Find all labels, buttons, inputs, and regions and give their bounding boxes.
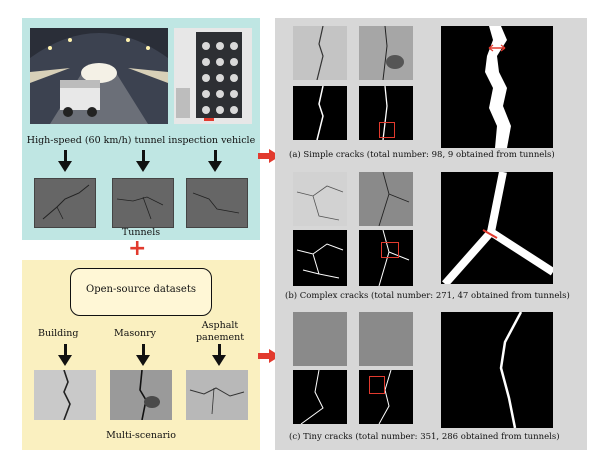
crack-categories-panel: (a) Simple cracks (total number: 98, 9 o… — [275, 18, 587, 450]
complex-crack-zoom — [441, 171, 556, 287]
complex-crack-mask — [293, 230, 347, 286]
building-label: Building — [38, 328, 79, 339]
tunnel-crack-sample — [186, 178, 248, 228]
down-arrow-icon — [58, 355, 72, 366]
tiny-crack-zoom — [441, 311, 553, 429]
complex-crack-image — [359, 172, 413, 226]
down-arrow-icon — [136, 355, 150, 366]
tunnels-label: Tunnels — [121, 227, 161, 238]
tiny-cracks-caption: (c) Tiny cracks (total number: 351, 286 … — [289, 432, 560, 442]
simple-crack-image — [293, 26, 347, 80]
tunnel-panel: High-speed (60 km/h) tunnel inspection v… — [22, 18, 260, 240]
zoom-region-box — [379, 122, 395, 138]
multi-scenario-label: Multi-scenario — [106, 430, 176, 441]
open-source-title: Open-source datasets — [86, 284, 196, 295]
building-crack-sample — [34, 370, 96, 420]
right-arrow-icon — [258, 348, 280, 367]
tunnel-crack-sample — [112, 178, 174, 228]
tiny-crack-mask — [293, 369, 347, 425]
arrow-stem — [218, 344, 221, 356]
simple-crack-image — [359, 26, 413, 80]
masonry-crack-sample — [110, 370, 172, 420]
masonry-label: Masonry — [114, 328, 157, 339]
open-source-box — [70, 268, 212, 316]
vehicle-caption: High-speed (60 km/h) tunnel inspection v… — [26, 135, 256, 146]
asphalt-crack-sample — [186, 370, 248, 420]
simple-cracks-caption: (a) Simple cracks (total number: 98, 9 o… — [289, 150, 555, 160]
arrow-stem — [64, 150, 67, 162]
zoom-region-box — [369, 376, 385, 394]
tunnel-crack-sample — [34, 178, 96, 228]
simple-crack-mask — [293, 85, 347, 141]
down-arrow-icon — [208, 161, 222, 172]
arrow-stem — [64, 344, 67, 356]
simple-crack-mask — [359, 85, 413, 141]
down-arrow-icon — [136, 161, 150, 172]
zoom-region-box — [381, 242, 399, 258]
complex-cracks-caption: (b) Complex cracks (total number: 271, 4… — [285, 291, 570, 301]
down-arrow-icon — [212, 355, 226, 366]
asphalt-label-line1: Asphalt — [201, 320, 239, 331]
complex-crack-image — [293, 172, 347, 226]
tiny-crack-mask — [359, 369, 413, 425]
arrow-stem — [214, 150, 217, 162]
arrow-stem — [142, 150, 145, 162]
simple-crack-zoom — [441, 26, 553, 148]
dataset-panel: Open-source datasets Building Masonry As… — [22, 260, 260, 450]
tiny-crack-image — [359, 312, 413, 366]
camera-rack-photo — [174, 28, 252, 124]
arrow-stem — [142, 344, 145, 356]
down-arrow-icon — [58, 161, 72, 172]
plus-sign: + — [128, 236, 147, 261]
tunnel-photo — [30, 28, 168, 124]
right-arrow-icon — [258, 148, 280, 167]
asphalt-label-line2: panement — [195, 332, 245, 343]
tiny-crack-image — [293, 312, 347, 366]
complex-crack-mask — [359, 229, 413, 287]
